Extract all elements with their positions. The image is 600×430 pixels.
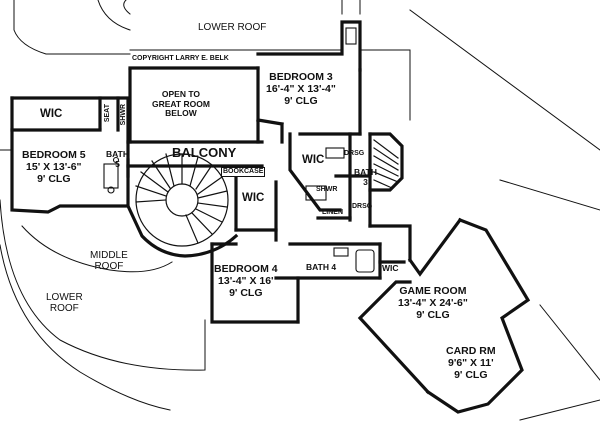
game-room-label: GAME ROOM 13'-4" X 24'-6" 9' CLG	[398, 285, 468, 321]
game-room-dims: 13'-4" X 24'-6"	[398, 296, 468, 309]
wic-game-label: WIC	[382, 263, 399, 273]
lower-roof-top-label: LOWER ROOF	[198, 22, 267, 33]
game-room-name: GAME ROOM	[399, 285, 467, 297]
middle-roof-line1: MIDDLE	[90, 250, 128, 261]
bath4-label: BATH 4	[306, 262, 337, 272]
wic-bed4-label: WIC	[242, 192, 265, 204]
bedroom5-label: BEDROOM 5 15' X 13'-6" 9' CLG	[22, 149, 86, 185]
bedroom3-ceiling: 9' CLG	[284, 94, 318, 107]
card-rm-ceiling: 9' CLG	[454, 368, 488, 381]
bedroom4-dims: 13'-4" X 16'	[218, 274, 274, 287]
open-to-great-room-label: OPEN TO GREAT ROOM BELOW	[152, 89, 210, 119]
lower-roof-left-label: LOWER ROOF	[46, 292, 83, 314]
wic-bed3-label: WIC	[302, 154, 325, 166]
lower-roof-left-line1: LOWER	[46, 292, 83, 303]
open-to-line2: GREAT ROOM	[152, 98, 210, 109]
roof-outlines	[0, 0, 600, 421]
bath3-line1: BATH	[354, 167, 377, 177]
shwr-left-label: SHWR	[120, 104, 127, 126]
bath5-label: BATH 5	[106, 149, 129, 169]
middle-roof-label: MIDDLE ROOF	[90, 250, 128, 272]
lower-roof-left-line2: ROOF	[49, 303, 79, 315]
copyright-label: COPYRIGHT LARRY E. BELK	[132, 55, 229, 62]
bath3-line2: 3	[363, 176, 368, 187]
side-stair	[373, 139, 399, 189]
bedroom4-name: BEDROOM 4	[214, 263, 278, 275]
bath5-line2: 5	[115, 158, 120, 169]
card-rm-name: CARD RM	[446, 345, 496, 357]
card-rm-label: CARD RM 9'6" X 11' 9' CLG	[446, 345, 496, 381]
game-room-ceiling: 9' CLG	[416, 308, 450, 321]
bedroom3-dims: 16'-4" X 13'-4"	[266, 82, 336, 95]
bedroom5-ceiling: 9' CLG	[37, 172, 71, 185]
balcony-label: BALCONY	[172, 145, 237, 160]
linen-label: LINEN	[322, 209, 343, 216]
bookcase-label: BOOKCASE	[221, 167, 266, 177]
open-to-line1: OPEN TO	[161, 89, 201, 99]
bath5-line1: BATH	[106, 149, 129, 159]
seat-label: SEAT	[104, 104, 111, 123]
middle-roof-line2: ROOF	[94, 261, 124, 273]
spiral-stair	[135, 153, 229, 247]
card-rm-dims: 9'6" X 11'	[447, 356, 494, 369]
drsg-bottom-label: DRSG	[352, 203, 373, 210]
bedroom3-label: BEDROOM 3 16'-4" X 13'-4" 9' CLG	[266, 71, 336, 107]
fixtures	[103, 27, 375, 273]
shwr-mid-label: SHWR	[316, 186, 338, 193]
bedroom4-ceiling: 9' CLG	[229, 286, 263, 299]
bedroom3-name: BEDROOM 3	[269, 71, 333, 83]
bedroom4-label: BEDROOM 4 13'-4" X 16' 9' CLG	[214, 263, 278, 299]
walls	[10, 20, 531, 414]
open-to-line3: BELOW	[165, 108, 197, 119]
bedroom5-name: BEDROOM 5	[22, 149, 86, 161]
wic-bed5-label: WIC	[40, 108, 63, 120]
bath3-label: BATH 3	[354, 167, 377, 187]
bedroom5-dims: 15' X 13'-6"	[26, 160, 82, 173]
drsg-top-label: DRSG	[344, 150, 365, 157]
